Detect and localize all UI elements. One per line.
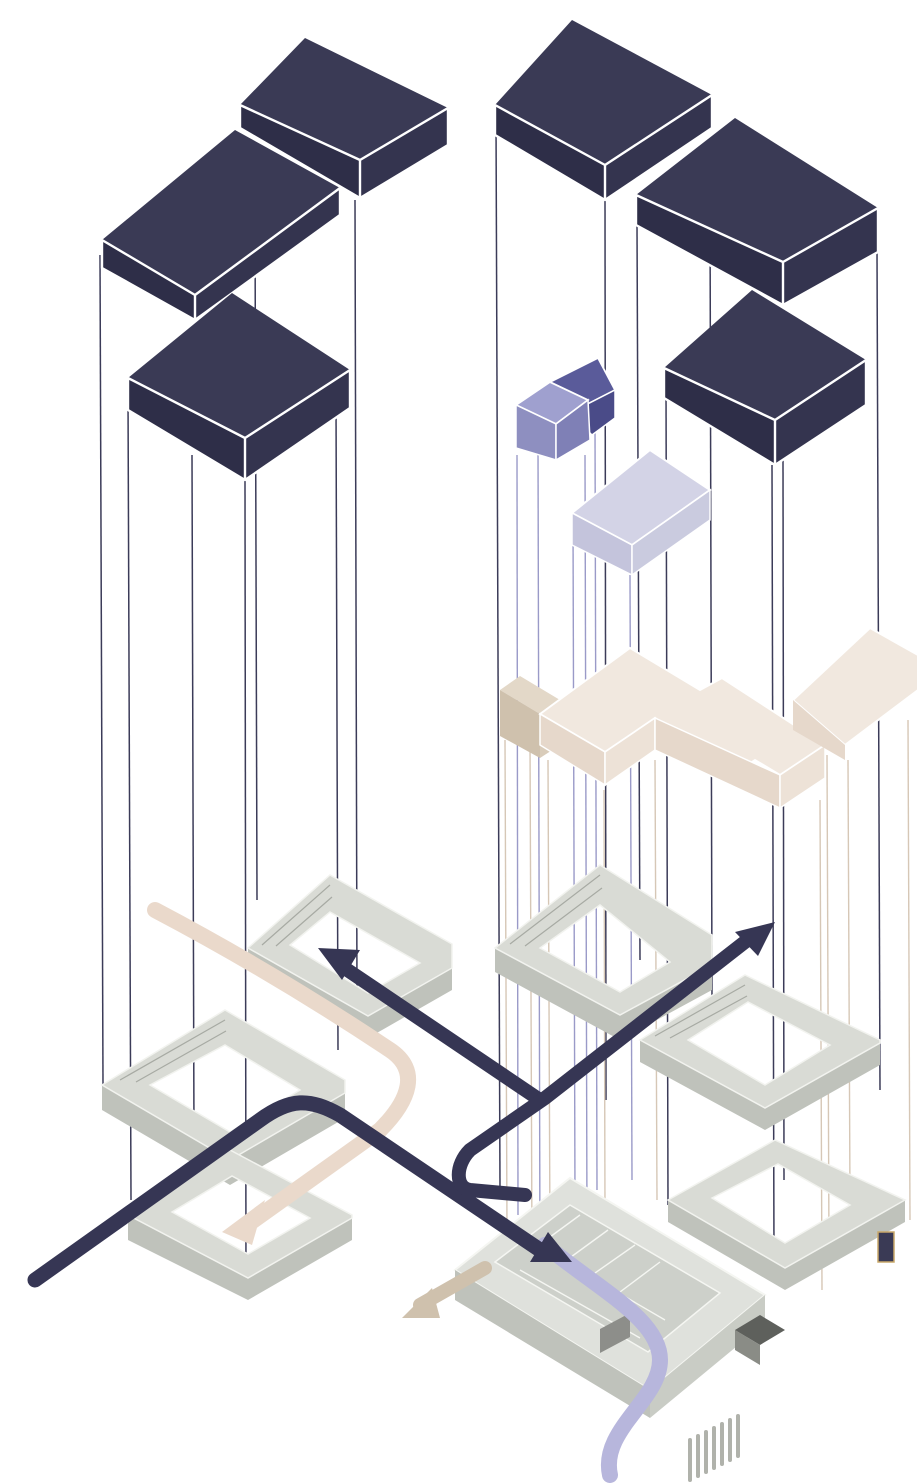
lavender-block <box>572 450 710 575</box>
dark-volumes <box>102 20 878 480</box>
beige-long-block <box>540 648 825 808</box>
beige-right-block <box>793 628 918 760</box>
dark-volume-3 <box>128 293 350 480</box>
dark-volume-6 <box>664 290 866 465</box>
door-icon <box>878 1232 894 1262</box>
beige-volumes <box>500 628 918 808</box>
courtyard-4 <box>495 865 712 1040</box>
